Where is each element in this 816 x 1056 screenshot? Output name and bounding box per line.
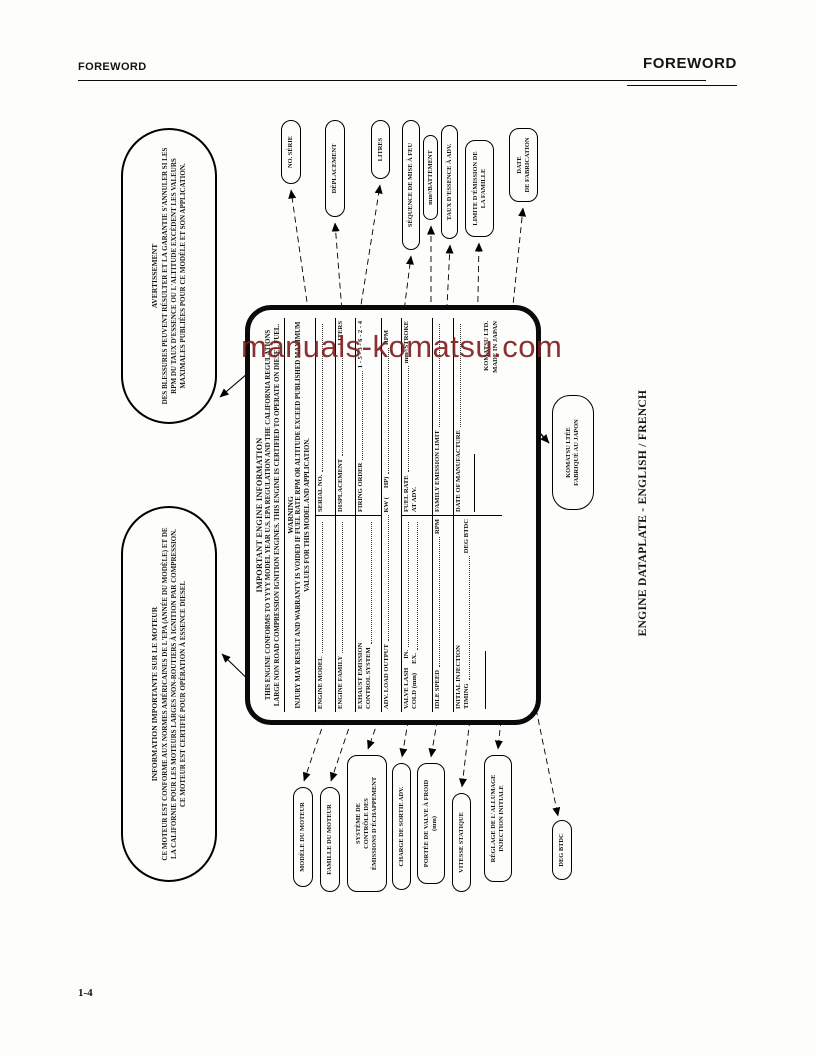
info-importante-oval: INFORMATION IMPORTANTE SUR LE MOTEUR CE … — [121, 506, 217, 882]
engine-dataplate: IMPORTANT ENGINE INFORMATION THIS ENGINE… — [245, 305, 541, 725]
engine-dataplate-diagram: INFORMATION IMPORTANTE SUR LE MOTEUR CE … — [75, 90, 665, 1010]
site-watermark: manuals-komatsu.com — [241, 329, 563, 364]
label-bubble-mm3-battement: mm³/BATTEMENT — [423, 135, 438, 220]
field-firing-order: FIRING ORDER — [357, 462, 365, 512]
label-bubble-vitesse-statique: VITESSE STATIQUE — [452, 793, 471, 892]
field-initial-injection: INITIAL INJECTION — [455, 645, 463, 709]
label-bubble-systeme-controle: SYSTÈME DE CONTRÔLE DES ÉMISSIONS D'ÉCHA… — [347, 755, 387, 892]
page-number: 1-4 — [78, 987, 93, 999]
plate-table: ENGINE MODEL SERIAL NO. ENGINE FAMILY DI… — [314, 318, 502, 712]
label-bubble-no-serie: NO. SÉRIE — [281, 120, 301, 184]
label-bubble-portee-de-valve: PORTÉE DE VALVE À FROID (mm) — [417, 763, 445, 884]
field-date-of-manufacture: DATE OF MANUFACTURE — [455, 430, 463, 512]
field-valve-ex: EX. — [411, 653, 419, 664]
field-exhaust-line1: EXHAUST EMISSION — [357, 642, 365, 709]
warning-oval-title: AVERTISSEMENT — [149, 243, 159, 309]
avertissement-oval: AVERTISSEMENT DES BLESSURES PEUVENT RÉSU… — [121, 128, 217, 424]
table-row: EXHAUST EMISSION CONTROL SYSTEM FIRING O… — [355, 318, 382, 712]
label-bubble-litres: LITRES — [371, 120, 390, 179]
field-engine-family: ENGINE FAMILY — [337, 655, 345, 709]
dotted-leader — [342, 522, 344, 653]
label-bubble-deg-btdc: DEG BTDC — [552, 820, 572, 880]
table-row: INITIAL INJECTION TIMING DEG BTDC DATE OF… — [453, 318, 502, 712]
header-foreword-left: FOREWORD — [78, 61, 147, 73]
field-engine-model: ENGINE MODEL — [317, 656, 325, 709]
dotted-leader — [468, 556, 470, 681]
dotted-leader — [388, 515, 390, 642]
dotted-leader — [370, 522, 372, 645]
field-valve-lash: VALVE LASH — [403, 667, 411, 709]
dotted-leader — [439, 537, 441, 667]
field-deg-btdc: DEG BTDC — [463, 519, 471, 554]
field-valve-in: IN. — [403, 649, 411, 659]
value-blank-line — [467, 454, 476, 512]
field-family-emission-limit: FAMILY EMISSION LIMIT — [434, 430, 442, 512]
label-bubble-famille-du-moteur: FAMILLE DU MOTEUR — [320, 787, 340, 892]
field-fuel-rate: FUEL RATE — [403, 475, 411, 512]
field-kw: KW ( — [383, 497, 391, 513]
value-blank-line — [477, 651, 486, 709]
field-cold-mm: COLD (mm) — [411, 672, 419, 709]
figure-caption: ENGINE DATAPLATE - ENGLISH / FRENCH — [637, 389, 649, 637]
header-foreword-right: FOREWORD — [643, 55, 737, 72]
label-bubble-komatsu-ltee: KOMATSU LTÉE FABRIQUÉ AU JAPON — [552, 395, 594, 510]
label-bubble-limite-emission: LIMITE D'ÉMISSION DE LA FAMILLE — [465, 140, 494, 237]
table-row: IDLE SPEED RPM FAMILY EMISSION LIMIT — [432, 318, 454, 712]
field-adv-load-output: ADV. LOAD OUTPUT — [383, 644, 391, 709]
dotted-leader — [388, 348, 390, 474]
label-bubble-deplacement: DÉPLACEMENT — [325, 120, 345, 217]
plate-warning-title: WARNING — [284, 318, 296, 712]
header-rule — [78, 80, 706, 81]
label-bubble-date-fabrication: DATE DE FABRICATION — [509, 128, 538, 202]
field-serial-no: SERIAL NO. — [317, 474, 325, 512]
field-idle-speed: IDLE SPEED — [434, 669, 442, 709]
label-bubble-reglage-allumage: RÉGLAGE DE L'ALLUMAGE INJECTION INITIALE — [484, 755, 512, 882]
dotted-leader — [408, 522, 410, 647]
dotted-leader — [362, 371, 364, 460]
plate-title: IMPORTANT ENGINE INFORMATION — [255, 437, 264, 593]
table-row: ENGINE MODEL SERIAL NO. — [315, 318, 336, 712]
label-bubble-sequence-mise-a-feu: SÉQUENCE DE MISE À FEU — [402, 120, 420, 250]
plate-epa-paragraph: THIS ENGINE CONFORMS TO YYYY MODEL YEAR … — [265, 323, 281, 707]
dotted-leader — [416, 522, 418, 651]
info-oval-body: CE MOTEUR EST CONFORME AUX NORMES AMÉRIC… — [160, 527, 188, 861]
field-displacement: DISPLACEMENT — [337, 458, 345, 512]
label-bubble-modele-du-moteur: MODÈLE DU MOTEUR — [293, 787, 313, 887]
label-bubble-taux-essence-adv: TAUX D'ESSENCE À ADV. — [441, 125, 458, 239]
field-exhaust-line2: CONTROL SYSTEM — [365, 647, 373, 709]
field-hp: HP) — [383, 476, 391, 488]
field-idle-rpm: RPM — [434, 519, 442, 535]
plate-warning-text: INJURY MAY RESULT AND WARRANTY IS VOIDED… — [295, 321, 312, 709]
rotated-diagram-wrapper: INFORMATION IMPORTANTE SUR LE MOTEUR CE … — [75, 90, 665, 1010]
field-at-adv: AT ADV. — [411, 487, 419, 512]
dotted-leader — [408, 366, 410, 473]
field-timing: TIMING — [463, 683, 471, 709]
warning-oval-body: DES BLESSURES PEUVENT RÉSULTER ET LA GAR… — [160, 147, 188, 405]
label-bubble-charge-de-sortie: CHARGE DE SORTIE ADV. — [392, 763, 411, 890]
dotted-leader — [322, 522, 324, 654]
info-oval-title: INFORMATION IMPORTANTE SUR LE MOTEUR — [149, 606, 159, 782]
header-rule-right — [627, 85, 737, 86]
